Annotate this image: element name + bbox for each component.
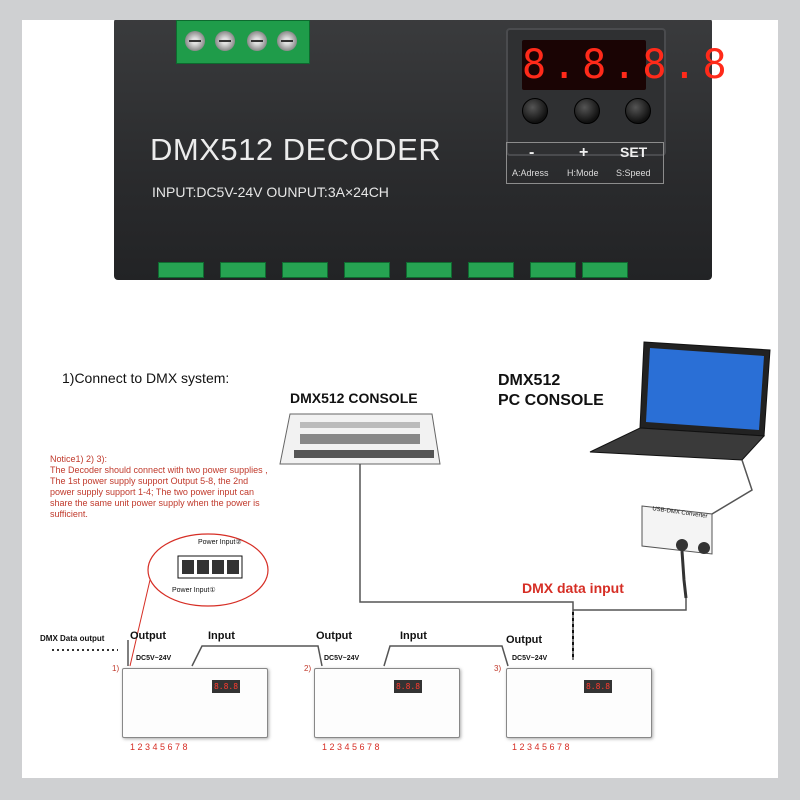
notice-line: The Decoder should connect with two powe… xyxy=(50,465,268,475)
notice-line: The 1st power supply support Output 5-8,… xyxy=(50,476,249,486)
power-terminal-block xyxy=(176,20,310,64)
unit3-pins: 1 2 3 4 5 6 7 8 xyxy=(512,742,570,752)
unit1-pins: 1 2 3 4 5 6 7 8 xyxy=(130,742,188,752)
unit2-input-label: Input xyxy=(400,630,427,642)
output-terminal xyxy=(406,262,452,278)
screw-icon xyxy=(247,31,267,51)
minus-symbol: - xyxy=(529,144,535,161)
mode-label: H:Mode xyxy=(567,168,599,178)
unit3-display: 8.8.8 xyxy=(584,680,612,693)
unit1-input-label: Input xyxy=(208,630,235,642)
unit1-output-label: Output xyxy=(130,630,167,642)
screw-icon xyxy=(215,31,235,51)
set-button[interactable] xyxy=(625,98,651,124)
decoder-unit-3 xyxy=(506,668,652,738)
unit1-display: 8.8.8 xyxy=(212,680,240,693)
output-terminal xyxy=(158,262,204,278)
notice-line: sufficient. xyxy=(50,509,88,519)
unit2-pins: 1 2 3 4 5 6 7 8 xyxy=(322,742,380,752)
dmx-console-illustration xyxy=(279,413,441,465)
unit1-index: 1) xyxy=(112,664,120,673)
dmx-data-input-label: DMX data input xyxy=(522,580,624,596)
output-terminal xyxy=(468,262,514,278)
address-label: A:Adress xyxy=(512,168,549,178)
power-input-1-label: Power Input① xyxy=(172,587,216,594)
laptop-illustration xyxy=(589,341,771,461)
power-input-2-label: Power Input② xyxy=(198,539,242,546)
wiring-diagram xyxy=(52,341,771,667)
connect-heading: 1)Connect to DMX system: xyxy=(62,370,230,386)
output-terminal-row xyxy=(158,262,628,278)
output-terminal xyxy=(530,262,576,278)
output-terminal xyxy=(220,262,266,278)
console-label: DMX512 CONSOLE xyxy=(290,390,418,406)
set-symbol: SET xyxy=(620,144,648,160)
screw-icon xyxy=(185,31,205,51)
output-terminal xyxy=(344,262,390,278)
output-terminal xyxy=(582,262,628,278)
decoder-unit-2 xyxy=(314,668,460,738)
unit2-index: 2) xyxy=(304,664,312,673)
unit1-dc-label: DC5V~24V xyxy=(136,655,172,662)
plus-symbol: + xyxy=(579,144,589,161)
notice-text: Notice1) 2) 3): The Decoder should conne… xyxy=(50,454,380,520)
pc-console-label-line2: PC CONSOLE xyxy=(498,392,604,409)
output-terminal xyxy=(282,262,328,278)
device-specs: INPUT:DC5V-24V OUNPUT:3A×24CH xyxy=(152,184,389,200)
button-label-panel xyxy=(506,142,664,184)
unit3-index: 3) xyxy=(494,664,502,673)
pc-console-label-line1: DMX512 xyxy=(498,372,561,389)
dmx-data-output-label: DMX Data output xyxy=(40,634,105,643)
unit2-output-label: Output xyxy=(316,630,353,642)
screw-icon xyxy=(277,31,297,51)
product-image: DMX512 DECODER INPUT:DC5V-24V OUNPUT:3A×… xyxy=(22,20,778,778)
led-display xyxy=(522,40,646,90)
notice-line: power supply support 1-4; The two power … xyxy=(50,487,254,497)
usb-dmx-converter xyxy=(641,505,713,599)
notice-line: Notice1) 2) 3): xyxy=(50,454,108,464)
notice-line: share the same unit power supply when th… xyxy=(50,498,260,508)
minus-button[interactable] xyxy=(522,98,548,124)
speed-label: S:Speed xyxy=(616,168,651,178)
plus-button[interactable] xyxy=(574,98,600,124)
device-title: DMX512 DECODER xyxy=(150,132,442,167)
unit2-dc-label: DC5V~24V xyxy=(324,655,360,662)
unit3-output-label: Output xyxy=(506,634,543,646)
decoder-unit-1 xyxy=(122,668,268,738)
unit2-display: 8.8.8 xyxy=(394,680,422,693)
unit3-dc-label: DC5V~24V xyxy=(512,655,548,662)
